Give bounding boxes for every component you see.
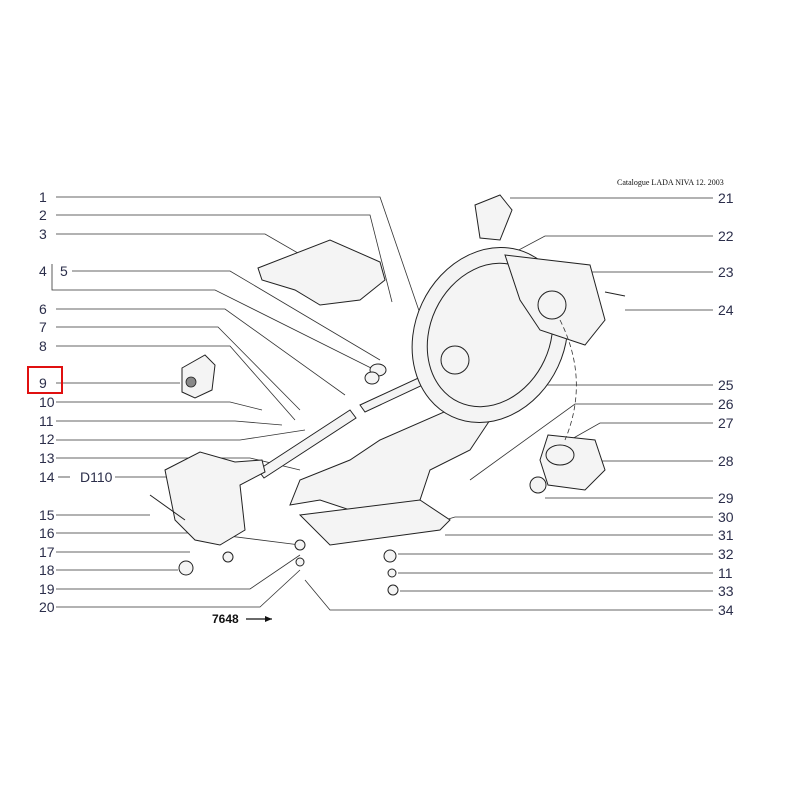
part-column-housing [289, 404, 491, 521]
part-cover-21 [474, 194, 513, 241]
catalogue-header: Catalogue LADA NIVA 12. 2003 [617, 178, 724, 187]
callout-22: 22 [718, 228, 734, 244]
callout-18: 18 [39, 562, 55, 578]
callout-15: 15 [39, 507, 55, 523]
callout-17: 17 [39, 544, 55, 560]
callout-14: 14 [39, 469, 55, 485]
callout-3: 3 [39, 226, 47, 242]
callout-19: 19 [39, 581, 55, 597]
part-clock-spring-28 [539, 434, 606, 491]
arrow-head-icon [265, 616, 272, 622]
callout-4: 4 [39, 263, 47, 279]
callout-24: 24 [718, 302, 734, 318]
left-callouts: 1 2 3 4 5 6 7 8 9 10 11 12 13 14 D110 15… [39, 189, 113, 615]
part-intermediate-shaft [257, 409, 357, 479]
callout-31: 31 [718, 527, 734, 543]
callout-27: 27 [718, 415, 734, 431]
callout-28: 28 [718, 453, 734, 469]
part-lower-bracket [298, 499, 451, 546]
callout-5: 5 [60, 263, 68, 279]
callout-13: 13 [39, 450, 55, 466]
callout-34: 34 [718, 602, 734, 618]
callout-29: 29 [718, 490, 734, 506]
right-callouts: 21 22 23 24 25 26 27 28 29 30 31 32 11 3… [718, 190, 734, 618]
callout-9: 9 [39, 375, 47, 391]
callout-10: 10 [39, 394, 55, 410]
callout-33: 33 [718, 583, 734, 599]
callout-11-right: 11 [718, 565, 733, 581]
callout-8: 8 [39, 338, 47, 354]
callout-23: 23 [718, 264, 734, 280]
callout-21: 21 [718, 190, 734, 206]
callout-25: 25 [718, 377, 734, 393]
callout-26: 26 [718, 396, 734, 412]
part-rubber-bushing-9 [181, 354, 216, 399]
callout-20: 20 [39, 599, 55, 615]
callout-2: 2 [39, 207, 47, 223]
callout-d110: D110 [80, 469, 113, 485]
callout-11: 11 [39, 413, 54, 429]
figure-number: 7648 [212, 612, 239, 626]
callout-16: 16 [39, 525, 55, 541]
part-bracket-3 [257, 239, 386, 306]
callout-12: 12 [39, 431, 55, 447]
highlight-box-callout-9 [27, 366, 63, 394]
callout-30: 30 [718, 509, 734, 525]
callout-7: 7 [39, 319, 47, 335]
part-steering-gear [164, 451, 266, 546]
callout-1: 1 [39, 189, 47, 205]
parts [149, 194, 626, 596]
callout-6: 6 [39, 301, 47, 317]
callout-32: 32 [718, 546, 734, 562]
